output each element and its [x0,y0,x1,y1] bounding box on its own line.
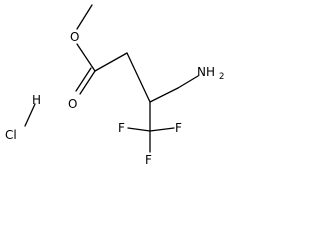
bond-carbonyl-ch2 [94,52,128,72]
bond-carbonyl-double-b [75,67,92,92]
atom-fluorine-right: F [175,121,182,135]
atom-carbonyl-oxygen: O [68,97,77,111]
bond-h-cl [24,103,36,127]
bond-methyl-o [76,4,93,30]
bond-ch2-ch [126,52,151,103]
salt-hydrogen: H [32,93,41,107]
bond-carbonyl-double-a [79,70,96,95]
bond-c-f-right [149,127,175,132]
atom-fluorine-bottom: F [145,153,152,167]
salt-chlorine: Cl [5,128,17,142]
atom-fluorine-left: F [118,121,125,135]
atom-ester-oxygen: O [70,30,79,44]
chemical-structure: O O NH 2 F F F H Cl [5,4,224,167]
bond-ch-ch2n [149,87,179,103]
bond-o-carbonyl-carbon [76,43,96,72]
atom-amine-nitrogen: NH [197,65,215,79]
bond-ch2-n [177,75,199,89]
atom-amine-subscript: 2 [219,72,224,82]
bond-c-f-left [127,127,151,132]
